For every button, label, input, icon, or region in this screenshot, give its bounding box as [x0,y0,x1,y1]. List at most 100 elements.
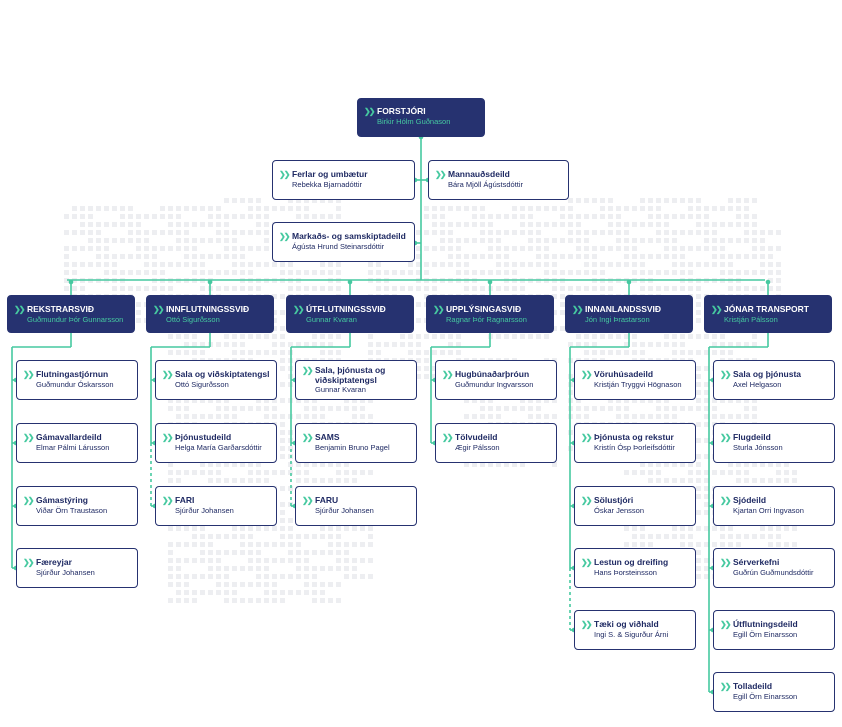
map-dot [632,542,637,547]
map-dot [240,254,245,259]
map-dot [200,574,205,579]
map-dot [616,246,621,251]
map-dot [408,350,413,355]
map-dot [584,342,589,347]
map-dot [208,534,213,539]
map-dot [272,262,277,267]
map-dot [480,270,485,275]
map-dot [704,214,709,219]
map-dot [208,238,213,243]
map-dot [736,542,741,547]
map-dot [680,526,685,531]
map-dot [112,254,117,259]
map-dot [728,286,733,291]
map-dot [416,270,421,275]
map-dot [432,246,437,251]
map-dot [416,318,421,323]
map-dot [280,270,285,275]
map-dot [552,414,557,419]
map-dot [624,254,629,259]
map-dot [440,206,445,211]
map-dot [616,214,621,219]
map-dot [496,414,501,419]
map-dot [104,222,109,227]
map-dot [792,526,797,531]
map-dot [88,214,93,219]
connector-dot [765,279,771,285]
unit-box-3-3-title: FARU [315,495,339,505]
map-dot [720,534,725,539]
map-dot [296,558,301,563]
unit-box-5-1-title: Vöruhúsadeild [594,369,654,379]
map-dot [744,470,749,475]
map-dot [256,230,261,235]
map-dot [120,286,125,291]
map-dot [504,334,509,339]
map-dot [72,214,77,219]
map-dot [304,574,309,579]
map-dot [176,414,181,419]
map-dot [768,462,773,467]
map-dot [672,270,677,275]
map-dot [632,246,637,251]
map-dot [560,254,565,259]
map-dot [704,470,709,475]
map-dot [232,246,237,251]
ceo-box[interactable]: ❯❯FORSTJÓRI Birkir Hólm Guðnason [357,98,485,137]
map-dot [312,342,317,347]
map-dot [456,254,461,259]
map-dot [504,270,509,275]
map-dot [344,550,349,555]
map-dot [648,342,653,347]
map-dot [312,334,317,339]
map-dot [640,206,645,211]
map-dot [728,206,733,211]
map-dot [88,222,93,227]
map-dot [200,222,205,227]
map-dot [736,270,741,275]
map-dot [672,526,677,531]
map-dot [704,574,709,579]
map-dot [432,374,437,379]
map-dot [592,214,597,219]
map-dot [592,406,597,411]
map-dot [328,566,333,571]
map-dot [744,534,749,539]
map-dot [128,254,133,259]
map-dot [104,238,109,243]
map-dot [168,470,173,475]
map-dot [336,542,341,547]
